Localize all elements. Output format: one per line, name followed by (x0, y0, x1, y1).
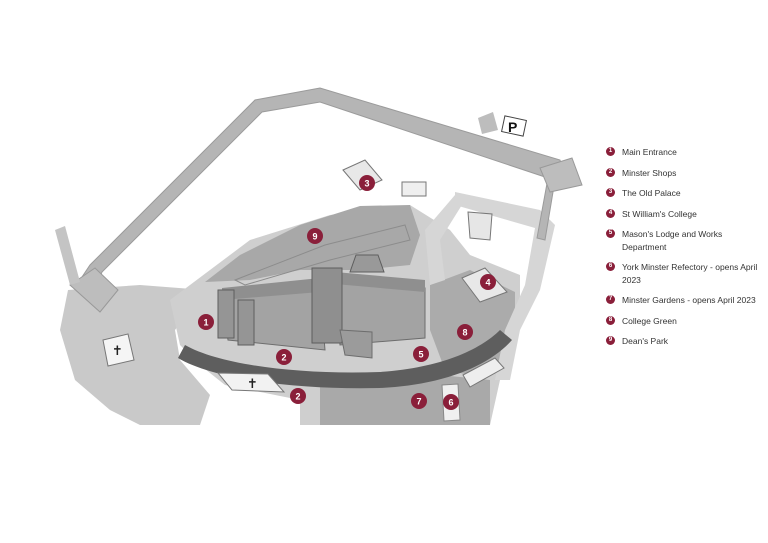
legend-label: The Old Palace (622, 188, 681, 198)
marker-3-old-palace[interactable]: 3 (359, 175, 375, 191)
minster-roof-east (335, 272, 425, 292)
legend-label: York Minster Refectory - opens April 202… (622, 262, 758, 285)
marker-7-minster-gardens[interactable]: 7 (411, 393, 427, 409)
west-lane (55, 226, 80, 285)
marker-8-college-green[interactable]: 8 (457, 324, 473, 340)
marker-2-minster-shops[interactable]: 2 (276, 349, 292, 365)
marker-number: 1 (203, 318, 208, 328)
parking-sign (500, 115, 528, 137)
legend-label: Main Entrance (622, 147, 677, 157)
minster-shops-building (216, 372, 286, 393)
central-tower (311, 267, 343, 344)
legend-item-college-green[interactable]: 8 College Green (606, 315, 766, 328)
legend-item-old-palace[interactable]: 3 The Old Palace (606, 187, 766, 200)
marker-2-minster-shops-south[interactable]: 2 (290, 388, 306, 404)
shops-cross: ✝ (247, 377, 258, 392)
deans-park-path (233, 224, 411, 286)
legend-marker: 5 (606, 229, 615, 238)
legend-label: Minster Shops (622, 167, 677, 178)
marker-number: 6 (448, 398, 453, 408)
legend-label: Minster Gardens - opens April 2023 (622, 295, 756, 305)
marker-number: 8 (462, 328, 467, 338)
map-legend: 1 Main Entrance 2 Minster Shops 3 The Ol… (606, 146, 766, 356)
legend-item-main-entrance[interactable]: 1 Main Entrance (606, 146, 766, 159)
legend-marker: 2 (606, 167, 615, 177)
york-minster (217, 254, 426, 359)
marker-1-main-entrance[interactable]: 1 (198, 314, 214, 330)
legend-marker: 6 (606, 262, 615, 271)
west-tower-south (237, 299, 255, 346)
legend-item-st-williams-college[interactable]: 4 St William's College (606, 208, 766, 221)
parking-lane (478, 112, 498, 134)
legend-label: College Green (622, 315, 677, 326)
marker-5-masons-lodge[interactable]: 5 (413, 346, 429, 362)
legend-item-minster-gardens[interactable]: 7 Minster Gardens - opens April 2023 (606, 294, 766, 307)
west-lawn (60, 285, 210, 425)
marker-number: 7 (416, 397, 421, 407)
legend-marker: 4 (606, 208, 615, 218)
west-tower-north (217, 289, 235, 339)
legend-item-deans-park[interactable]: 9 Dean's Park (606, 335, 766, 348)
marker-number: 2 (281, 353, 286, 363)
marker-4-st-williams-college[interactable]: 4 (480, 274, 496, 290)
minster-nave (221, 289, 326, 351)
east-building (467, 211, 493, 241)
legend-marker: 8 (606, 315, 615, 325)
legend-label: Mason's Lodge and Works Department (622, 229, 723, 252)
marker-number: 9 (312, 232, 317, 242)
minster-roof-north (222, 278, 320, 300)
north-road (425, 195, 465, 285)
legend-marker: 9 (606, 336, 615, 345)
legend-item-masons-lodge[interactable]: 5 Mason's Lodge and Works Department (606, 228, 766, 253)
outbuilding (401, 181, 427, 197)
parking-label: P (508, 119, 517, 135)
marker-number: 2 (295, 392, 300, 402)
marker-number: 4 (485, 278, 490, 288)
marker-number: 5 (418, 350, 423, 360)
chapel-west (102, 333, 135, 367)
legend-label: St William's College (622, 208, 697, 219)
wall-gate-left (69, 267, 119, 313)
legend-marker: 3 (606, 188, 615, 197)
legend-item-minster-shops[interactable]: 2 Minster Shops (606, 167, 766, 180)
chapter-house (349, 254, 385, 273)
city-wall (79, 87, 566, 289)
legend-item-refectory[interactable]: 6 York Minster Refectory - opens April 2… (606, 261, 766, 286)
legend-label: Dean's Park (622, 336, 669, 346)
marker-6-refectory[interactable]: 6 (443, 394, 459, 410)
legend-marker: 1 (606, 147, 615, 156)
chapel-west-cross: ✝ (112, 344, 123, 359)
marker-9-deans-park[interactable]: 9 (307, 228, 323, 244)
refectory-building (462, 357, 505, 388)
wall-gate-right (539, 157, 583, 193)
legend-marker: 7 (606, 295, 615, 304)
south-transept (339, 329, 373, 359)
marker-number: 3 (364, 179, 369, 189)
